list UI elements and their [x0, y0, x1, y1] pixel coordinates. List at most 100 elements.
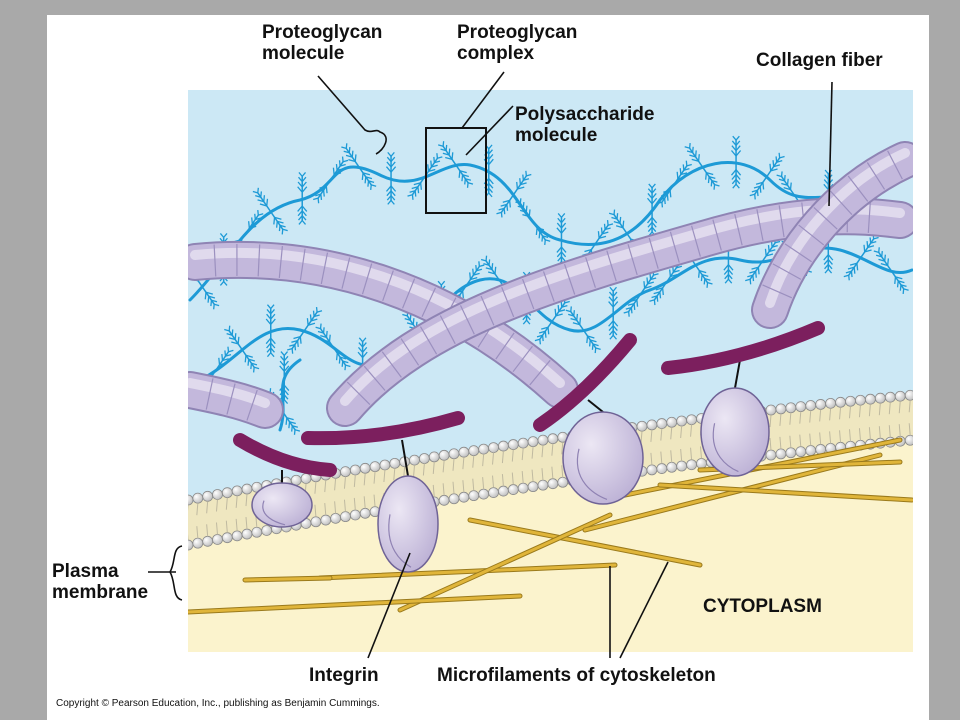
collagen-striation	[257, 244, 261, 277]
lipid-tail	[245, 494, 248, 507]
collagen-striation	[382, 270, 394, 301]
lipid-tail	[699, 446, 702, 459]
lipid-tail	[898, 424, 901, 437]
polysaccharide-branch	[329, 156, 349, 182]
phospholipid-head	[192, 537, 204, 549]
polysaccharide-branch	[315, 323, 335, 349]
collagen-striation	[756, 209, 764, 241]
phospholipid-head	[241, 483, 253, 495]
collagen-striation	[772, 263, 802, 280]
phospholipid-head	[349, 464, 361, 476]
collagen-striation	[784, 243, 812, 263]
microfilaments-label: Microfilaments of cytoskeleton	[437, 665, 716, 686]
polysaccharide-branch	[532, 222, 551, 246]
lipid-tail	[245, 517, 248, 530]
lipid-tail	[839, 407, 842, 420]
lipid-tail	[432, 484, 435, 497]
lipid-tail	[868, 404, 871, 417]
plasma-membrane-label: Plasma membrane	[52, 561, 149, 603]
polysaccharide-branch	[279, 378, 290, 404]
phospholipid-head	[438, 449, 450, 461]
phospholipid-head	[537, 434, 549, 446]
polysaccharide-branch	[214, 346, 234, 372]
phospholipid-head	[527, 436, 539, 448]
lipid-tail	[373, 494, 376, 507]
lipid-tail	[660, 451, 663, 464]
integrin-leader	[367, 552, 411, 659]
polysaccharide-branch	[297, 199, 308, 225]
lipid-tail	[908, 423, 911, 436]
polysaccharide-branch	[694, 264, 713, 288]
collagen-striation	[213, 244, 217, 277]
linker-strand	[734, 359, 741, 389]
polysaccharide-branch	[647, 183, 658, 211]
phospholipid-head	[904, 434, 913, 446]
collagen-striation	[501, 287, 515, 318]
polysaccharide-branch	[594, 220, 614, 245]
phospholipid-head	[765, 404, 777, 416]
lipid-tail	[660, 428, 663, 441]
integrin-protein	[251, 482, 313, 528]
plasma-membrane-brace	[169, 545, 183, 601]
microfilament-leader-2	[619, 561, 669, 659]
copyright-notice: Copyright © Pearson Education, Inc., pub…	[56, 698, 380, 709]
lipid-tail	[799, 411, 802, 424]
polysaccharide-branch	[455, 164, 474, 188]
polysaccharide-branch	[279, 351, 290, 379]
lipid-tail	[383, 469, 386, 483]
lipid-tail	[511, 472, 514, 485]
phospholipid-head	[636, 420, 648, 432]
polysaccharide-branch	[480, 255, 500, 281]
polysaccharide-branch	[647, 210, 658, 237]
phospholipid-head	[835, 396, 846, 408]
collagen-striation	[401, 278, 416, 309]
phospholipid-head	[488, 487, 499, 498]
polysaccharide-branch	[385, 151, 397, 180]
polysaccharide-branch	[608, 209, 628, 235]
lipid-tail	[452, 458, 455, 471]
phospholipid-head	[795, 401, 807, 413]
lipid-tail	[680, 425, 683, 439]
lipid-tail	[462, 480, 465, 493]
lipid-tail	[215, 522, 218, 535]
phospholipid-head	[874, 392, 886, 404]
lipid-tail	[442, 460, 445, 473]
polysaccharide-branch	[745, 261, 763, 285]
lipid-tail	[650, 429, 653, 442]
polysaccharide-branch	[270, 211, 288, 235]
polysaccharide-branch	[684, 143, 704, 168]
collagen-fiber-label: Collagen fiber	[756, 50, 883, 71]
lipid-tail	[531, 446, 534, 459]
phospholipid-head	[775, 403, 787, 415]
polysaccharide-branch	[287, 330, 305, 354]
phospholipid-head	[192, 492, 204, 504]
collagen-striation	[419, 326, 438, 355]
collagen-striation	[346, 381, 371, 406]
lipid-tail	[452, 481, 455, 494]
phospholipid-head	[188, 494, 194, 506]
phospholipid-head	[646, 464, 658, 476]
collagen-fiber	[188, 240, 579, 409]
proteoglycan-complex-leader	[461, 71, 505, 129]
phospholipid-head	[458, 446, 470, 458]
phospholipid-head	[202, 535, 214, 547]
phospholipid-head	[666, 416, 678, 428]
collagen-striation	[361, 263, 373, 295]
polysaccharide-branch	[332, 347, 351, 371]
proteoglycan-molecule-leader	[317, 75, 387, 155]
lipid-tail	[206, 501, 209, 514]
phospholipid-head	[221, 487, 233, 499]
lipid-tail	[650, 452, 653, 465]
lipid-tail	[541, 445, 544, 458]
phospholipid-head	[656, 418, 668, 429]
microfilament-highlight	[583, 453, 882, 532]
lipid-tail	[255, 515, 258, 528]
polysaccharide-branch	[823, 248, 834, 274]
phospholipid-head	[686, 414, 697, 426]
collagen-striation	[521, 278, 535, 310]
proteoglycan-complex-label: Proteoglycan complex	[457, 22, 578, 64]
lipid-tail	[789, 435, 792, 448]
phospholipid-head	[785, 447, 797, 459]
phospholipid-head	[310, 516, 322, 528]
microfilament-highlight	[188, 594, 522, 614]
